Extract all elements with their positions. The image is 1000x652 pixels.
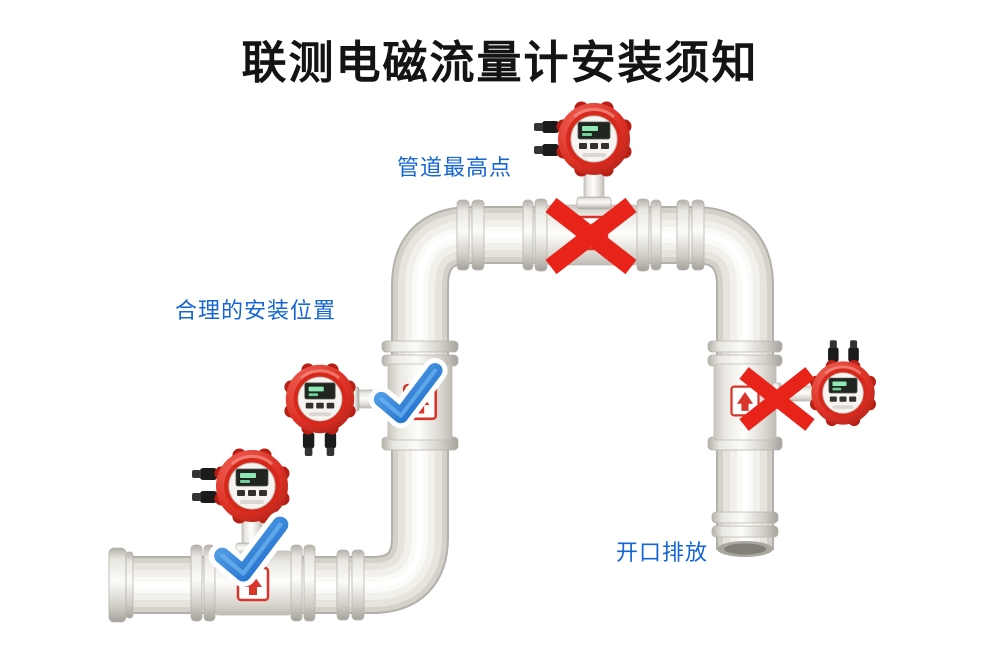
meter-flange — [534, 198, 548, 272]
open-pipe-end — [717, 541, 773, 557]
cable-glands-icon — [534, 121, 559, 156]
meter-flange — [190, 544, 203, 622]
cable-glands-icon — [302, 432, 337, 456]
pipe-flange — [711, 525, 779, 538]
pipe-flange — [108, 547, 127, 623]
pipe-run — [118, 206, 774, 614]
meter-flange — [636, 198, 650, 272]
pipe-flange — [125, 551, 134, 619]
pipe-flange — [711, 511, 779, 524]
flowmeter-lower-horizontal — [190, 447, 316, 622]
meter-flange — [707, 340, 783, 353]
transmitter-head — [192, 447, 291, 525]
page-title: 联测电磁流量计安装须知 — [241, 37, 759, 88]
pipe-flange — [456, 199, 470, 271]
cross-mark-icon — [545, 197, 637, 275]
check-mark-icon — [208, 511, 294, 587]
pipe-flange — [691, 199, 705, 271]
pipe-flange — [471, 199, 485, 271]
meter-flange — [303, 544, 316, 622]
pipe-flange — [351, 549, 365, 621]
meter-collar — [576, 196, 612, 210]
cable-glands-icon — [192, 468, 217, 503]
label-open-discharge: 开口排放 — [616, 540, 709, 565]
transmitter-head — [282, 361, 358, 456]
label-good-position: 合理的安装位置 — [175, 298, 337, 323]
meter-flange — [290, 544, 303, 622]
cross-mark-icon — [739, 367, 815, 431]
pipe-flanges — [108, 199, 779, 623]
check-mark-icon — [368, 358, 448, 429]
meter-flange — [381, 340, 459, 353]
transmitter-head — [534, 100, 633, 178]
transmitter-head — [808, 340, 878, 428]
cable-glands-icon — [828, 340, 859, 363]
meter-flange — [522, 199, 534, 271]
label-highest-point: 管道最高点 — [397, 155, 513, 180]
meter-flange — [650, 199, 662, 271]
pipe-flange — [336, 549, 350, 621]
pipe-flange — [676, 199, 690, 271]
